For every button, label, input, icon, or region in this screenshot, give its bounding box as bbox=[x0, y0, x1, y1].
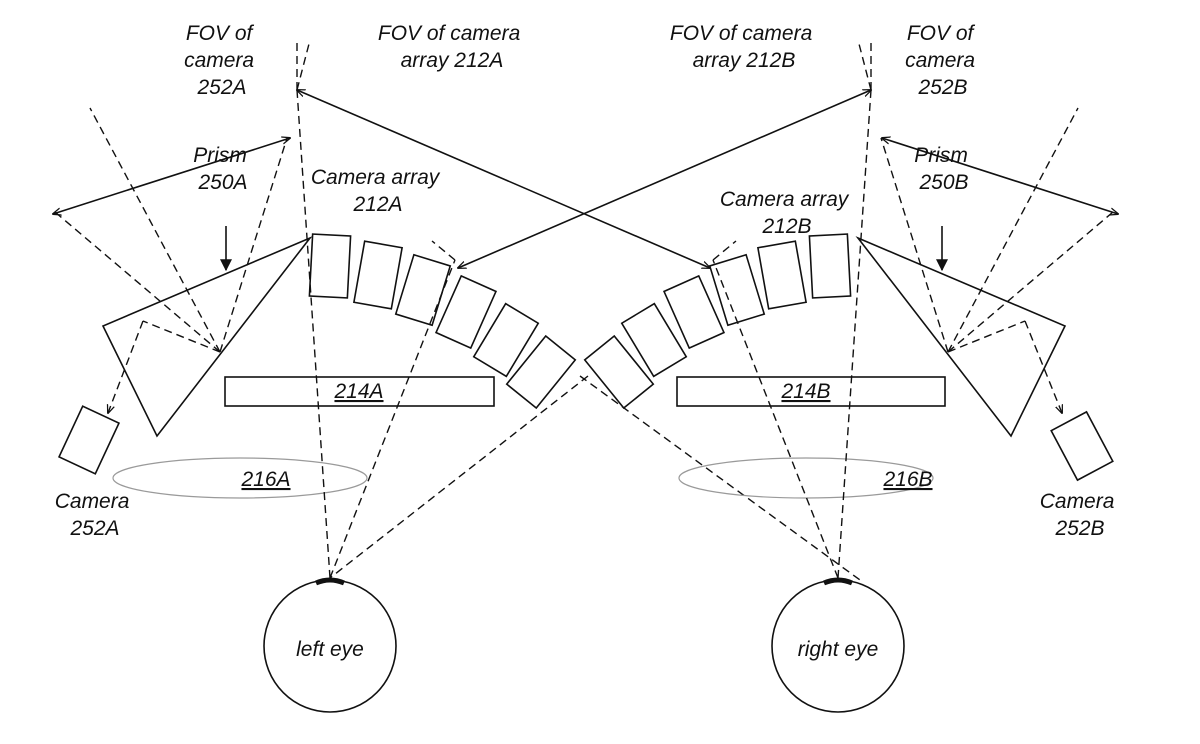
camera-252b bbox=[1050, 410, 1114, 482]
lens-216b bbox=[678, 457, 934, 499]
right-eye: right eye bbox=[771, 577, 905, 713]
fov-arrow-camera-252a bbox=[53, 138, 290, 214]
lens-216b-label: 216B bbox=[882, 468, 932, 491]
prism-250b bbox=[855, 236, 1067, 438]
camera-252a bbox=[57, 405, 121, 475]
display-214a-label: 214A bbox=[333, 380, 383, 403]
fov-arrow-camera-252b bbox=[882, 138, 1118, 214]
lens-216a bbox=[112, 457, 368, 499]
camera-252a-label: Camera 252A bbox=[55, 490, 136, 540]
camera-array-212b-label: Camera array 212B bbox=[720, 188, 854, 238]
left-eye-label: left eye bbox=[296, 638, 364, 661]
fov-camera-252b-label: FOV of camera 252B bbox=[905, 22, 981, 99]
fov-camera-array-212b-label: FOV of camera array 212B bbox=[670, 22, 818, 72]
camera-array-212a-label: Camera array 212A bbox=[311, 166, 445, 216]
prism-250a bbox=[101, 236, 313, 438]
lens-216a-label: 216A bbox=[240, 468, 290, 491]
prism-250b-label: Prism 250B bbox=[914, 144, 974, 194]
camera-252b-label: Camera 252B bbox=[1040, 490, 1121, 540]
display-214b bbox=[676, 376, 946, 407]
display-214b-label: 214B bbox=[780, 380, 830, 403]
fov-camera-array-212a-label: FOV of camera array 212A bbox=[378, 22, 526, 72]
display-214a bbox=[224, 376, 495, 407]
prism-250a-label: Prism 250A bbox=[193, 144, 253, 194]
fov-arrow-camera-array-212b bbox=[458, 90, 871, 268]
right-eye-label: right eye bbox=[798, 638, 879, 661]
left-eye: left eye bbox=[263, 577, 397, 713]
fov-camera-252a-label: FOV of camera 252A bbox=[184, 22, 260, 99]
